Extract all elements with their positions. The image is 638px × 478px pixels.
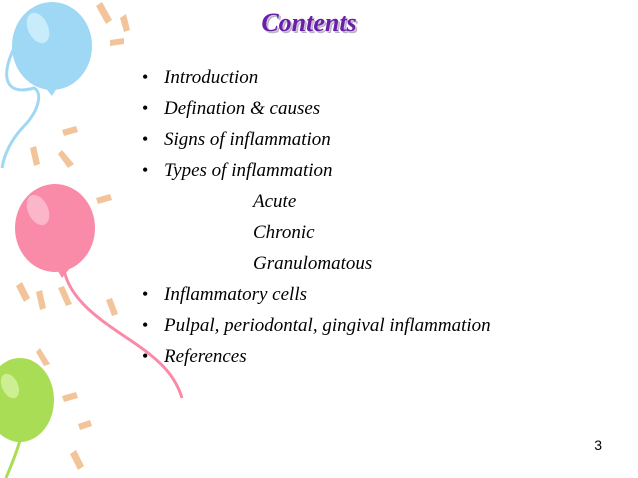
- balloon-decoration: [0, 2, 184, 478]
- list-item: • Types of inflammation: [140, 155, 610, 186]
- bullet-icon: •: [142, 129, 149, 149]
- list-item: • Pulpal, periodontal, gingival inflamma…: [140, 310, 610, 341]
- list-item-label: Introduction: [164, 67, 259, 88]
- list-item-label: Types of inflammation: [164, 160, 333, 181]
- bullet-icon: •: [142, 98, 149, 118]
- bullet-icon: •: [142, 284, 149, 304]
- page-number: 3: [594, 437, 602, 453]
- sub-list-item: Chronic: [140, 217, 610, 248]
- pink-balloon: [15, 184, 184, 399]
- list-item: • Introduction: [140, 62, 610, 93]
- list-item-label: References: [164, 346, 247, 367]
- list-item-label: Pulpal, periodontal, gingival inflammati…: [164, 315, 491, 336]
- blue-balloon: [0, 2, 92, 169]
- list-item: • Signs of inflammation: [140, 124, 610, 155]
- list-item-label: Inflammatory cells: [164, 284, 308, 305]
- sub-list-item-label: Granulomatous: [253, 253, 373, 274]
- sub-list-item: Granulomatous: [140, 248, 610, 279]
- bullet-icon: •: [142, 315, 149, 335]
- bullet-icon: •: [142, 160, 149, 180]
- slide-title: Contents: [261, 8, 357, 37]
- green-balloon: [0, 358, 54, 478]
- list-item-label: Signs of inflammation: [164, 129, 331, 150]
- list-item-label: Defination & causes: [164, 98, 321, 119]
- sub-list-item-label: Acute: [253, 191, 297, 212]
- contents-list: • Introduction • Defination & causes • S…: [140, 62, 610, 372]
- bullet-icon: •: [142, 67, 149, 87]
- bullet-icon: •: [142, 346, 149, 366]
- sub-list-item: Acute: [140, 186, 610, 217]
- list-item: • References: [140, 341, 610, 372]
- list-item: • Inflammatory cells: [140, 279, 610, 310]
- list-item: • Defination & causes: [140, 93, 610, 124]
- ray-decorations: [16, 2, 130, 470]
- sub-list-item-label: Chronic: [253, 222, 315, 243]
